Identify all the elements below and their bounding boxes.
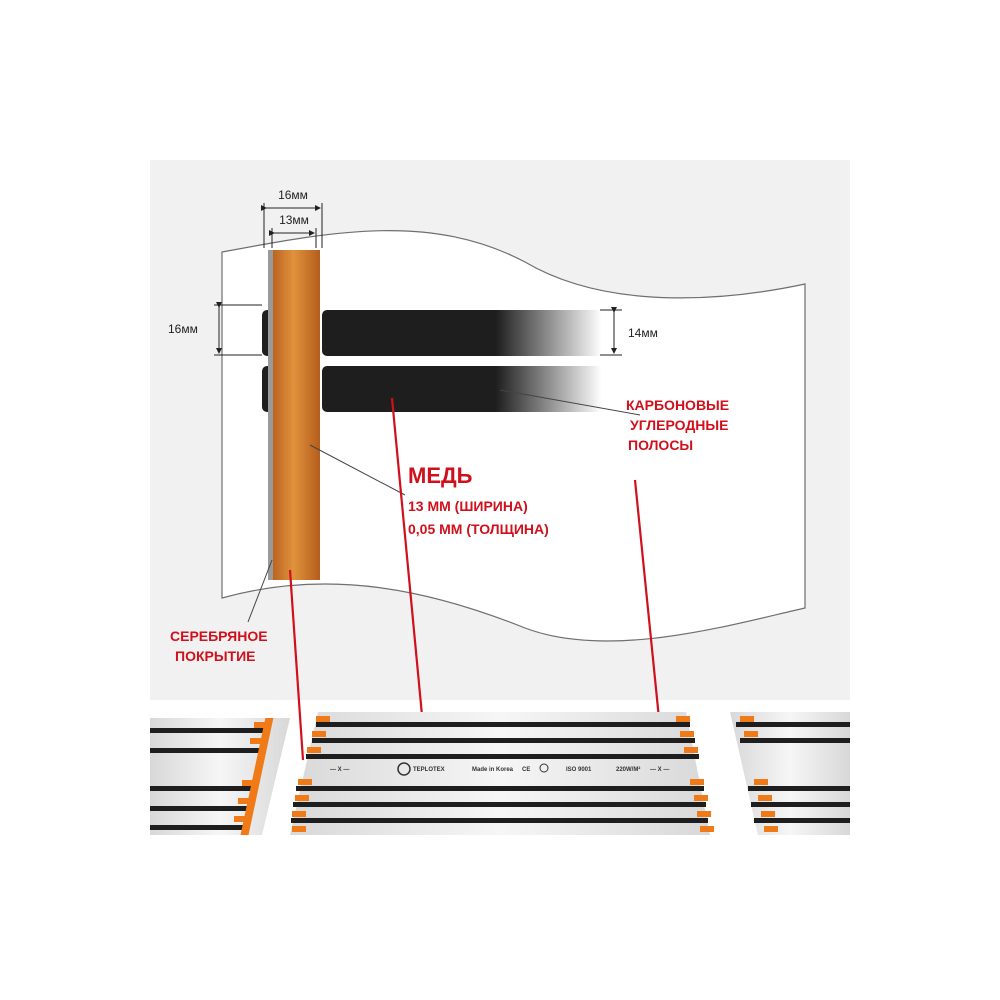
film-panel-right-strips: [736, 722, 850, 823]
strip-height-label: 14мм: [628, 326, 658, 340]
svg-text:0,05 ММ (ТОЛЩИНА): 0,05 ММ (ТОЛЩИНА): [408, 521, 549, 537]
film-left-orange-dashes: [234, 722, 268, 822]
silver-coating-label: СЕРЕБРЯНОЕ ПОКРЫТИЕ: [170, 628, 268, 664]
film-brand: TEPLOTEX: [413, 767, 445, 773]
svg-text:13 ММ (ШИРИНА): 13 ММ (ШИРИНА): [408, 498, 528, 514]
svg-text:МЕДЬ: МЕДЬ: [408, 463, 473, 488]
film-iso: ISO 9001: [566, 767, 592, 773]
film-power: 220W/M²: [616, 766, 640, 773]
copper-bus-bar: [268, 250, 320, 580]
film-panel-center: [290, 712, 710, 835]
strip-pitch-label: 16мм: [168, 322, 198, 336]
carbon-strip: [322, 366, 602, 412]
svg-text:ПОЛОСЫ: ПОЛОСЫ: [628, 437, 693, 453]
film-made-in: Made in Korea: [472, 767, 514, 773]
dimension-top: [261, 203, 323, 248]
silver-coating-edge: [268, 250, 273, 580]
svg-text:СЕРЕБРЯНОЕ: СЕРЕБРЯНОЕ: [170, 628, 268, 644]
copper-inner-width-label: 13мм: [279, 213, 309, 227]
certification-icon: [539, 763, 549, 773]
dimension-right: [600, 307, 622, 356]
carbon-strip: [322, 310, 602, 356]
leader-lines: [247, 389, 641, 623]
film-orange-dashes: [292, 716, 714, 832]
film-panel-left-strips: [150, 718, 274, 835]
film-right-orange-dashes: [740, 716, 778, 832]
film-print-band: TEPLOTEX Made in Korea CE ISO 9001 220W/…: [330, 762, 669, 776]
carbon-strips-label: КАРБОНОВЫЕ УГЛЕРОДНЫЕ ПОЛОСЫ: [626, 397, 729, 453]
svg-text:УГЛЕРОДНЫЕ: УГЛЕРОДНЫЕ: [630, 417, 728, 433]
x-mark-icon: — X —: [330, 767, 349, 773]
film-panel-center-strips: [291, 722, 708, 823]
x-mark-icon: — X —: [650, 767, 669, 773]
dimension-left: [214, 302, 262, 356]
film-ce: CE: [522, 767, 530, 773]
svg-text:КАРБОНОВЫЕ: КАРБОНОВЫЕ: [626, 397, 729, 413]
film-panel-left: [150, 718, 290, 835]
film-panel-right: [730, 712, 850, 835]
teplotex-logo-icon: [397, 762, 411, 776]
copper-outer-width-label: 16мм: [278, 188, 308, 202]
svg-text:ПОКРЫТИЕ: ПОКРЫТИЕ: [175, 648, 256, 664]
copper-label: МЕДЬ 13 ММ (ШИРИНА) 0,05 ММ (ТОЛЩИНА): [408, 463, 549, 537]
heating-film-photo: TEPLOTEX Made in Korea CE ISO 9001 220W/…: [150, 712, 850, 835]
